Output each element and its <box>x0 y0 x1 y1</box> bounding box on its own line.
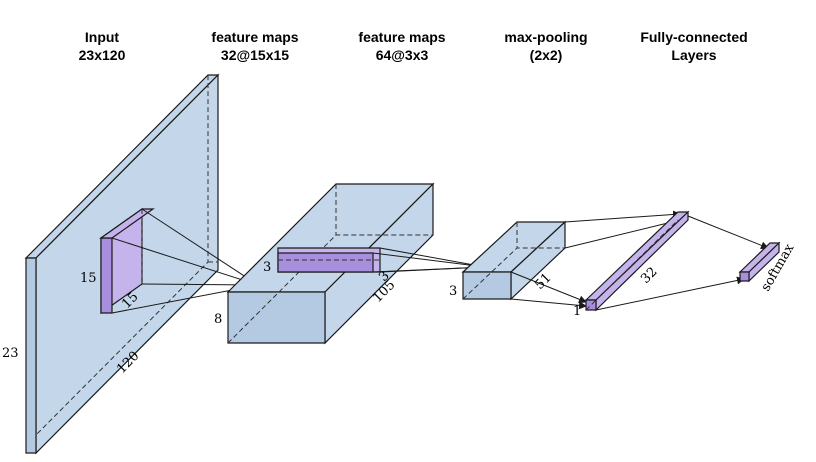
fm1-depth-label: 8 <box>214 312 222 327</box>
header-fm2-line1: feature maps <box>358 29 445 45</box>
header-fully-connected: Fully-connected Layers <box>640 29 747 63</box>
fc1-len-label: 32 <box>638 265 660 287</box>
header-input-line1: Input <box>85 29 120 45</box>
header-input: Input 23x120 <box>79 29 126 63</box>
fc-to-softmax-arrows <box>595 215 769 311</box>
header-pool-line1: max-pooling <box>504 29 587 45</box>
pool-to-fc-arrows <box>510 210 681 310</box>
header-feature-maps-1: feature maps 32@15x15 <box>211 29 298 63</box>
header-fm1-line1: feature maps <box>211 29 298 45</box>
header-fc-line2: Layers <box>671 47 716 63</box>
fc-layer-1 <box>584 210 690 312</box>
kernel-1-h-label: 15 <box>80 271 97 286</box>
kernel-2-projection-lines <box>372 247 486 273</box>
kernel-2-h-label: 3 <box>263 260 271 275</box>
header-fm1-line2: 32@15x15 <box>221 47 289 63</box>
header-input-line2: 23x120 <box>79 47 126 63</box>
header-max-pooling: max-pooling (2x2) <box>504 29 587 63</box>
header-fm2-line2: 64@3x3 <box>376 47 429 63</box>
fm1-front-face <box>227 291 326 344</box>
header-fc-line1: Fully-connected <box>640 29 747 45</box>
softmax-layer <box>738 241 781 283</box>
header-feature-maps-2: feature maps 64@3x3 <box>358 29 445 63</box>
fc1-side-face <box>595 210 689 312</box>
pool-h-label: 3 <box>449 284 457 299</box>
kernel-2 <box>277 247 381 273</box>
header-pool-line2: (2x2) <box>530 47 563 63</box>
input-front-face <box>25 257 37 454</box>
input-height-label: 23 <box>2 346 19 361</box>
fc1-width-label: 1 <box>573 304 581 319</box>
softmax-front-face <box>739 271 750 282</box>
kernel-1-front <box>100 237 113 314</box>
